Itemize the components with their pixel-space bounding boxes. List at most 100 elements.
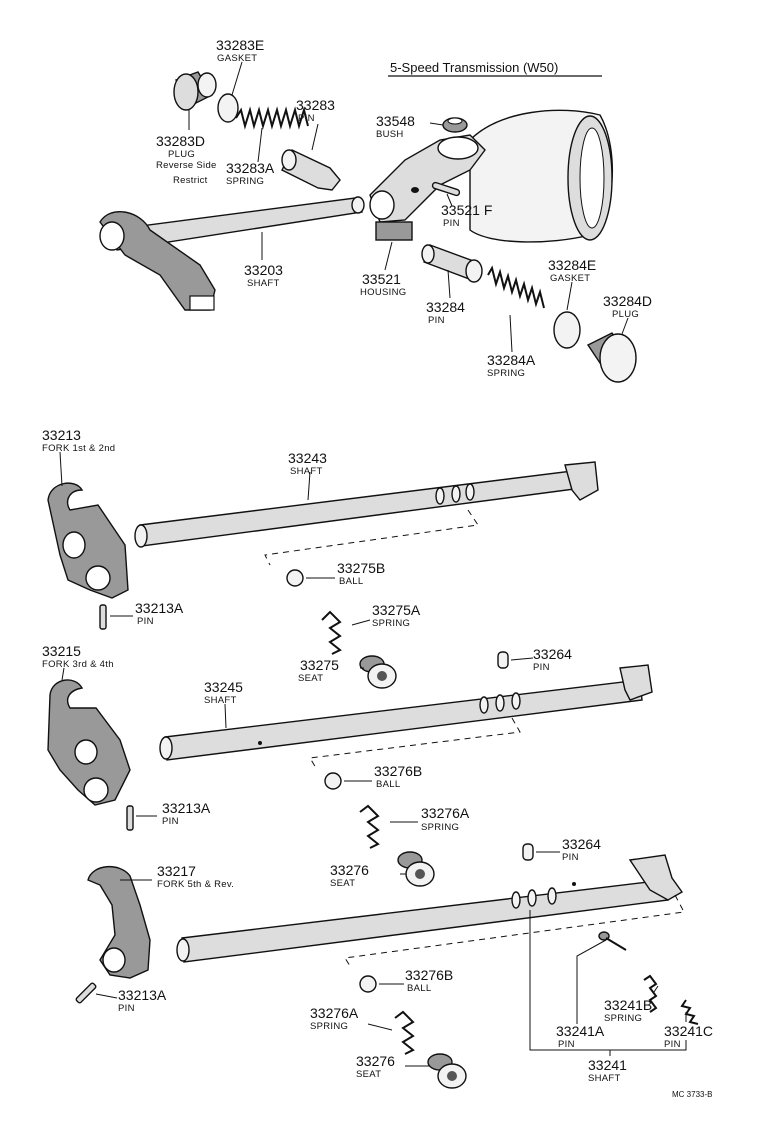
svg-text:PIN: PIN (298, 113, 315, 124)
gasket-33283e-drawing (217, 93, 239, 123)
label-33243: 33243 SHAFT (288, 450, 327, 477)
svg-text:33213: 33213 (42, 427, 81, 443)
pin-33264-2-drawing (522, 843, 534, 861)
svg-text:PIN: PIN (562, 852, 579, 863)
label-33284: 33284 PIN (426, 299, 465, 326)
svg-text:PIN: PIN (118, 1003, 135, 1014)
svg-text:33284D: 33284D (603, 293, 652, 309)
seat-33276-2-drawing (427, 1053, 467, 1089)
pin-33241a-drawing (598, 931, 627, 951)
svg-text:33283: 33283 (296, 97, 335, 113)
label-33283a: 33283A SPRING (226, 160, 275, 187)
housing-33521-drawing (369, 134, 486, 241)
svg-text:SEAT: SEAT (356, 1069, 381, 1080)
shaft-33203-drawing (99, 196, 365, 311)
svg-text:33241C: 33241C (664, 1023, 713, 1039)
label-33264-2: 33264 PIN (562, 836, 601, 863)
pin-33213a-2-drawing (126, 805, 134, 831)
gasket-33284e-drawing (553, 311, 581, 349)
svg-text:33276A: 33276A (310, 1005, 359, 1021)
svg-text:33283A: 33283A (226, 160, 275, 176)
bush-33548-drawing (442, 117, 468, 133)
spring-33283a-drawing (235, 106, 309, 130)
svg-text:33284: 33284 (426, 299, 465, 315)
svg-text:33276A: 33276A (421, 805, 470, 821)
label-33217: 33217 FORK 5th & Rev. (157, 863, 234, 890)
seat-33275-drawing (359, 655, 397, 689)
svg-text:PIN: PIN (443, 218, 460, 229)
svg-text:33283E: 33283E (216, 37, 264, 53)
shaft-33241-drawing (176, 854, 684, 963)
fork-33213-drawing (47, 482, 129, 599)
pin-33283-drawing (281, 149, 341, 191)
label-33264-1: 33264 PIN (533, 646, 572, 673)
label-33245: 33245 SHAFT (204, 679, 243, 706)
svg-text:FORK 3rd & 4th: FORK 3rd & 4th (42, 659, 114, 670)
ball-33276b-1-drawing (324, 772, 342, 790)
svg-text:PIN: PIN (137, 616, 154, 627)
svg-text:33284A: 33284A (487, 352, 536, 368)
pin-33284-drawing (421, 244, 483, 283)
plug-33284d-drawing (586, 332, 637, 383)
svg-text:33264: 33264 (533, 646, 572, 662)
svg-text:33548: 33548 (376, 113, 415, 129)
plug-33283d-drawing (173, 71, 217, 111)
svg-text:33213A: 33213A (118, 987, 167, 1003)
label-33521f: 33521 F PIN (441, 202, 492, 229)
spring-33241b-drawing (643, 974, 658, 1013)
pin-33241c-drawing (680, 999, 699, 1025)
svg-text:SPRING: SPRING (226, 176, 264, 187)
svg-text:BUSH: BUSH (376, 129, 404, 140)
diagram-title: 5-Speed Transmission (W50) (390, 60, 558, 75)
alignment-line-3 (344, 894, 685, 967)
svg-text:PIN: PIN (533, 662, 550, 673)
pin-33213a-3-drawing (75, 982, 97, 1004)
label-33213a-2: 33213A PIN (162, 800, 211, 827)
label-33213a-3: 33213A PIN (118, 987, 167, 1014)
svg-text:SPRING: SPRING (372, 618, 410, 629)
svg-text:Restrict: Restrict (173, 175, 208, 186)
pin-33521f-drawing (431, 181, 461, 197)
label-33284d: 33284D PLUG (603, 293, 652, 320)
svg-text:33241B: 33241B (604, 997, 652, 1013)
svg-text:SPRING: SPRING (604, 1013, 642, 1024)
svg-text:PIN: PIN (664, 1039, 681, 1050)
svg-text:33276: 33276 (356, 1053, 395, 1069)
fork-33217-drawing (87, 866, 151, 979)
label-33276a-2: 33276A SPRING (310, 1005, 359, 1032)
svg-text:33276B: 33276B (374, 763, 422, 779)
label-33275: 33275 SEAT (298, 657, 339, 684)
label-33213a-1: 33213A PIN (135, 600, 184, 627)
svg-text:33275B: 33275B (337, 560, 385, 576)
svg-text:FORK 1st & 2nd: FORK 1st & 2nd (42, 443, 115, 454)
svg-text:SHAFT: SHAFT (204, 695, 237, 706)
svg-text:33521: 33521 (362, 271, 401, 287)
spring-33276a-2-drawing (394, 1010, 415, 1055)
label-33276-2: 33276 SEAT (356, 1053, 395, 1080)
svg-text:33276B: 33276B (405, 967, 453, 983)
label-33215: 33215 FORK 3rd & 4th (42, 643, 114, 670)
svg-text:33275A: 33275A (372, 602, 421, 618)
label-33284e: 33284E GASKET (548, 257, 596, 284)
label-33276b-1: 33276B BALL (374, 763, 422, 790)
label-33241a: 33241A PIN (556, 1023, 605, 1050)
pin-33264-1-drawing (497, 651, 509, 669)
svg-text:PLUG: PLUG (168, 149, 195, 160)
svg-text:33215: 33215 (42, 643, 81, 659)
svg-text:SPRING: SPRING (487, 368, 525, 379)
svg-text:33213A: 33213A (162, 800, 211, 816)
svg-text:SEAT: SEAT (298, 673, 323, 684)
svg-text:33275: 33275 (300, 657, 339, 673)
svg-text:Reverse Side: Reverse Side (156, 160, 217, 171)
label-33241b: 33241B SPRING (604, 997, 652, 1024)
svg-text:33241: 33241 (588, 1057, 627, 1073)
svg-text:SHAFT: SHAFT (290, 466, 323, 477)
svg-text:33243: 33243 (288, 450, 327, 466)
svg-text:33245: 33245 (204, 679, 243, 695)
label-33284a: 33284A SPRING (487, 352, 536, 379)
label-33241: 33241 SHAFT (588, 1057, 627, 1084)
svg-text:SEAT: SEAT (330, 878, 355, 889)
pin-33213a-1-drawing (99, 604, 107, 630)
spring-33284a-drawing (487, 265, 545, 309)
